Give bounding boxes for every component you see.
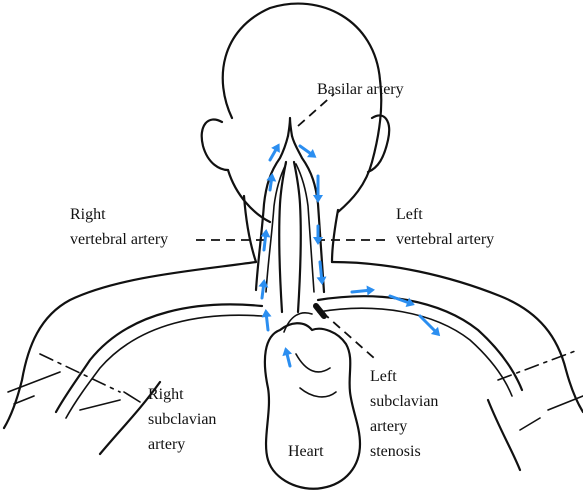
left-arm-lower [520, 396, 583, 430]
left-subclavian-artery [318, 296, 522, 390]
right-subclavian-label-line1: Right [148, 386, 184, 403]
common-carotid-right [279, 162, 286, 312]
basilar-leader [298, 94, 334, 126]
right-subclavian-leader [124, 392, 140, 402]
basilar-artery-label: Basilar artery [317, 81, 404, 98]
flow-arrow-head [262, 309, 272, 318]
flow-arrow-head [313, 195, 323, 203]
neck-left [332, 210, 338, 262]
left-vertebral-label-line1: Left [396, 206, 423, 223]
left-arm-inner [488, 400, 520, 470]
right-vertebral-label-line2: vertebral artery [70, 231, 168, 248]
right-shoulder [4, 262, 256, 428]
left-subclavian-label-line4: stenosis [370, 443, 421, 460]
left-vertebral-label-line2: vertebral artery [396, 231, 494, 248]
left-shoulder [332, 262, 583, 412]
flow-arrow-head [282, 347, 292, 356]
left-subclavian-label-line2: subclavian [370, 393, 438, 410]
flow-arrow-head [317, 277, 327, 285]
right-vertebral-label-line1: Right [70, 206, 106, 223]
right-arm-lower [8, 372, 120, 410]
heart-label: Heart [288, 443, 324, 460]
heart-outline [265, 323, 360, 489]
left-subclavian-label-line1: Left [370, 368, 397, 385]
flow-arrow-head [367, 286, 375, 296]
right-subclavian-label-line2: subclavian [148, 411, 216, 428]
left-subclavian-label-line3: artery [370, 418, 407, 435]
flow-arrows [258, 143, 440, 366]
right-ear [202, 119, 228, 170]
right-subclavian-label-line3: artery [148, 436, 185, 453]
common-carotid-left [294, 162, 301, 312]
left-subclavian-artery-inner [318, 308, 512, 396]
basilar-artery [288, 118, 292, 136]
left-subclavian-stenosis [316, 306, 324, 316]
heart-vessels [284, 313, 336, 397]
